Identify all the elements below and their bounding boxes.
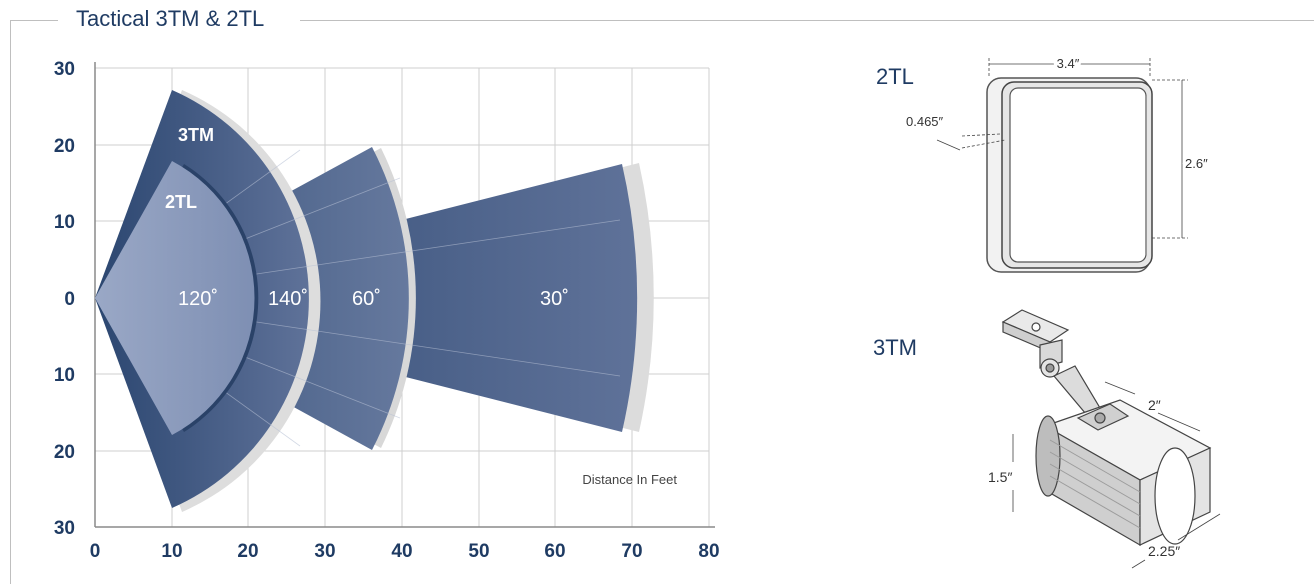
3tm-width-label: 2.25″ bbox=[1148, 543, 1180, 559]
frame-top-line-right bbox=[300, 20, 1314, 21]
3tm-body-ribs bbox=[1049, 439, 1141, 529]
beam-120-degree bbox=[95, 161, 255, 435]
y-tick-label: 20 bbox=[54, 136, 75, 157]
y-tick-label: 10 bbox=[54, 365, 75, 386]
y-tick-label: 10 bbox=[54, 212, 75, 233]
x-tick-label: 30 bbox=[314, 541, 335, 562]
y-tick-label: 30 bbox=[54, 518, 75, 539]
2tl-device-drawing bbox=[986, 77, 1153, 273]
x-tick-label: 60 bbox=[544, 541, 565, 562]
y-tick-label: 30 bbox=[54, 59, 75, 80]
product-name-2tl: 2TL bbox=[876, 64, 914, 89]
product-name-3tm: 3TM bbox=[873, 335, 917, 360]
3tm-height-label: 1.5″ bbox=[988, 469, 1012, 485]
x-tick-label: 0 bbox=[90, 541, 101, 562]
page-title: Tactical 3TM & 2TL bbox=[70, 6, 271, 32]
x-tick-label: 70 bbox=[621, 541, 642, 562]
frame-left-line bbox=[10, 20, 11, 584]
3tm-depth-label: 2″ bbox=[1148, 397, 1161, 413]
y-tick-label: 0 bbox=[64, 289, 75, 310]
2tl-depth-label: 0.465″ bbox=[906, 114, 944, 129]
angle-label-30: 30˚ bbox=[540, 288, 569, 310]
beam-label-2tl: 2TL bbox=[165, 192, 197, 212]
2tl-height-label: 2.6″ bbox=[1185, 156, 1208, 171]
x-tick-label: 10 bbox=[161, 541, 182, 562]
2tl-dimension-lines bbox=[936, 58, 1188, 239]
x-tick-label: 20 bbox=[237, 541, 258, 562]
angle-label-140: 140˚ bbox=[268, 288, 308, 310]
frame-top-line bbox=[10, 20, 58, 21]
3tm-dimension-lines bbox=[1012, 381, 1221, 569]
2tl-width-label: 3.4″ bbox=[1057, 56, 1080, 71]
x-tick-label: 50 bbox=[468, 541, 489, 562]
angle-label-60: 60˚ bbox=[352, 288, 381, 310]
distance-axis-note: Distance In Feet bbox=[582, 472, 677, 487]
3tm-device-drawing bbox=[1001, 309, 1212, 547]
x-tick-label: 80 bbox=[698, 541, 719, 562]
angle-label-120: 120˚ bbox=[178, 288, 218, 310]
x-tick-label: 40 bbox=[391, 541, 412, 562]
y-tick-label: 20 bbox=[54, 442, 75, 463]
beam-label-3tm: 3TM bbox=[178, 125, 214, 145]
